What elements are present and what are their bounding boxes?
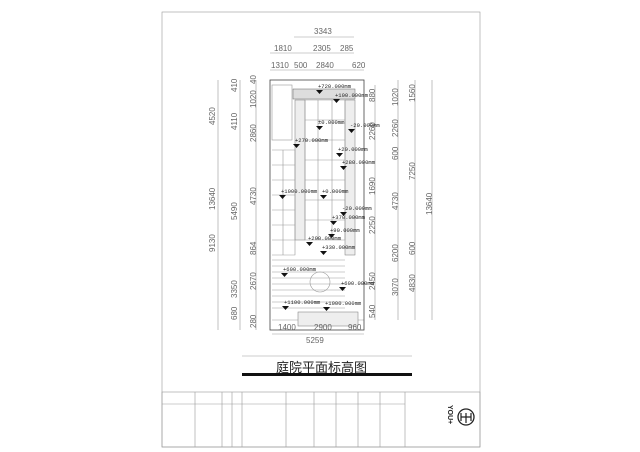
dim-text: 500 [294,61,308,70]
dim-text: 1400 [278,323,296,332]
dim-text: 410 [230,78,239,92]
dim-text: 1020 [249,90,258,108]
elevation-label: +600.000mm [341,280,375,287]
elevation-label: +20.000mm [338,146,368,153]
dim-text: 3343 [314,27,332,36]
elevation-marker-icon [340,212,347,216]
elevation-marker-icon [330,221,337,225]
elevation-label: +90.000mm [330,227,360,234]
right-dimensions: 880 2260 1690 2250 2450 540 1020 2260 60… [368,84,434,318]
dim-text: 1020 [391,88,400,106]
dim-text: 880 [368,88,377,102]
elevation-marker-icon [320,195,327,199]
dim-text: 40 [249,75,258,84]
elevation-marker-icon [316,126,323,130]
elevation-label: +330.000mm [322,244,356,251]
dim-text: 9130 [208,234,217,252]
dim-text: 600 [391,146,400,160]
elevation-label: +100.000mm [335,92,369,99]
elevation-label: +370.000mm [332,214,366,221]
dimension-lines [217,36,433,335]
elevation-marker-icon [336,153,343,157]
elevation-label: +1000.000mm [281,188,318,195]
dim-text: 2260 [391,119,400,137]
dim-text: 5490 [230,202,239,220]
plan-outline [269,79,365,331]
dim-text: 960 [348,323,362,332]
dim-text: 540 [368,304,377,318]
dim-text: 600 [408,241,417,255]
elevation-marker-icon [293,144,300,148]
dim-text: 2260 [368,122,377,140]
dim-text: 3070 [391,278,400,296]
dim-text: 1810 [274,44,292,53]
drawing-title: 庭院平面标高图 [276,360,367,375]
elevation-label: +600.000mm [283,266,317,273]
dim-text: 4520 [208,107,217,125]
dim-text: 2305 [313,44,331,53]
dim-text: 6200 [391,244,400,262]
logo-text: YOU+ [446,405,453,424]
elevation-marker-icon [333,99,340,103]
left-dimensions: 13640 9130 4520 410 4110 5490 3350 680 1… [208,75,258,328]
elevation-marker-icon [316,90,323,94]
dim-text: 2860 [249,124,258,142]
elevation-markers: +720.000mm +100.000mm ±0.000mm -20.000mm +27… [279,83,380,311]
dim-text: 4110 [230,112,239,130]
elevation-marker-icon [339,287,346,291]
dim-text: 864 [249,241,258,255]
elevation-marker-icon [323,307,330,311]
dim-text: 280 [249,314,258,328]
dim-text: 13640 [208,187,217,210]
dim-text: 4730 [249,187,258,205]
elevation-label: -20.000mm [350,122,380,129]
elevation-marker-icon [282,306,289,310]
dim-text: 1560 [408,84,417,102]
elevation-marker-icon [306,242,313,246]
you-plus-logo: YOU+ [446,405,475,426]
dim-text: 680 [230,306,239,320]
dim-text: 4730 [391,192,400,210]
elevation-marker-icon [328,234,335,238]
dim-text: 2250 [368,216,377,234]
elevation-label: ±0.000mm [318,119,345,126]
dim-text: 13640 [425,192,434,215]
dim-text: 1310 [271,61,289,70]
dim-text: 2670 [249,272,258,290]
dim-text: 285 [340,44,354,53]
elevation-marker-icon [340,166,347,170]
dim-text: 1690 [368,177,377,195]
dim-text: 7250 [408,162,417,180]
elevation-marker-icon [348,129,355,133]
dim-text: 2900 [314,323,332,332]
elevation-marker-icon [320,251,327,255]
elevation-label: +1000.000mm [325,300,362,307]
elevation-label: +290.000mm [308,235,342,242]
dim-text: 5259 [306,336,324,345]
title-block: YOU+ [161,391,481,448]
elevation-label: +280.000mm [342,159,376,166]
dim-text: 620 [352,61,366,70]
elevation-marker-icon [281,273,288,277]
dim-text: 3350 [230,280,239,298]
elevation-label: +0.000mm [322,188,349,195]
dim-text: 4830 [408,274,417,292]
elevation-marker-icon [279,195,286,199]
elevation-label: +270.000mm [295,137,329,144]
title-underline [242,373,412,376]
elevation-label: -20.000mm [342,205,372,212]
elevation-label: +720.000mm [318,83,352,90]
dim-text: 2450 [368,272,377,290]
dim-text: 2840 [316,61,334,70]
elevation-label: +1100.000mm [284,299,321,306]
